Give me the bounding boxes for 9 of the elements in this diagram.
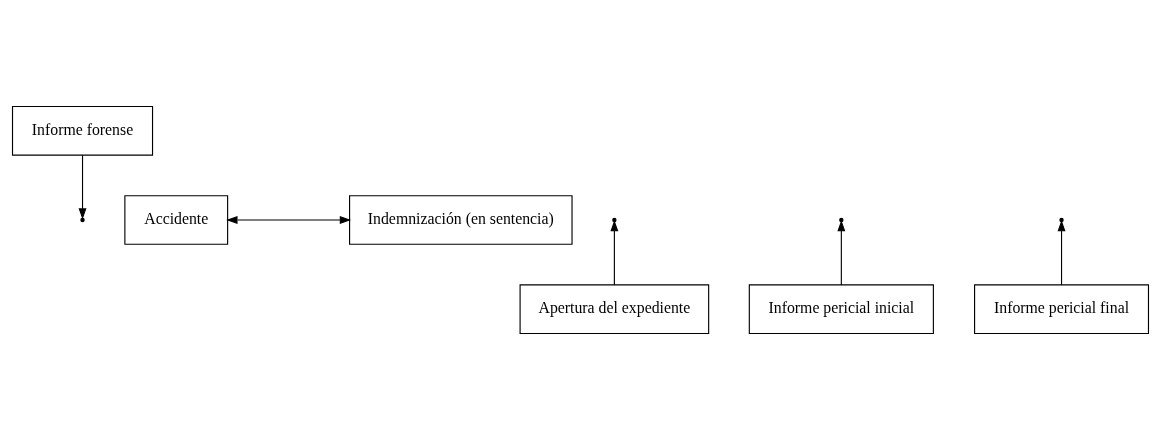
node-box: Accidente xyxy=(124,194,229,245)
arrow xyxy=(78,154,87,220)
node-box: Indemnización (en sentencia) xyxy=(349,194,573,245)
node-box: Informe forense xyxy=(11,105,154,156)
arrow xyxy=(1057,219,1066,285)
arrow xyxy=(226,215,352,224)
node-box: Informe pericial inicial xyxy=(748,283,934,334)
node-box: Apertura del expediente xyxy=(519,283,710,334)
node-box: Informe pericial final xyxy=(974,283,1150,334)
